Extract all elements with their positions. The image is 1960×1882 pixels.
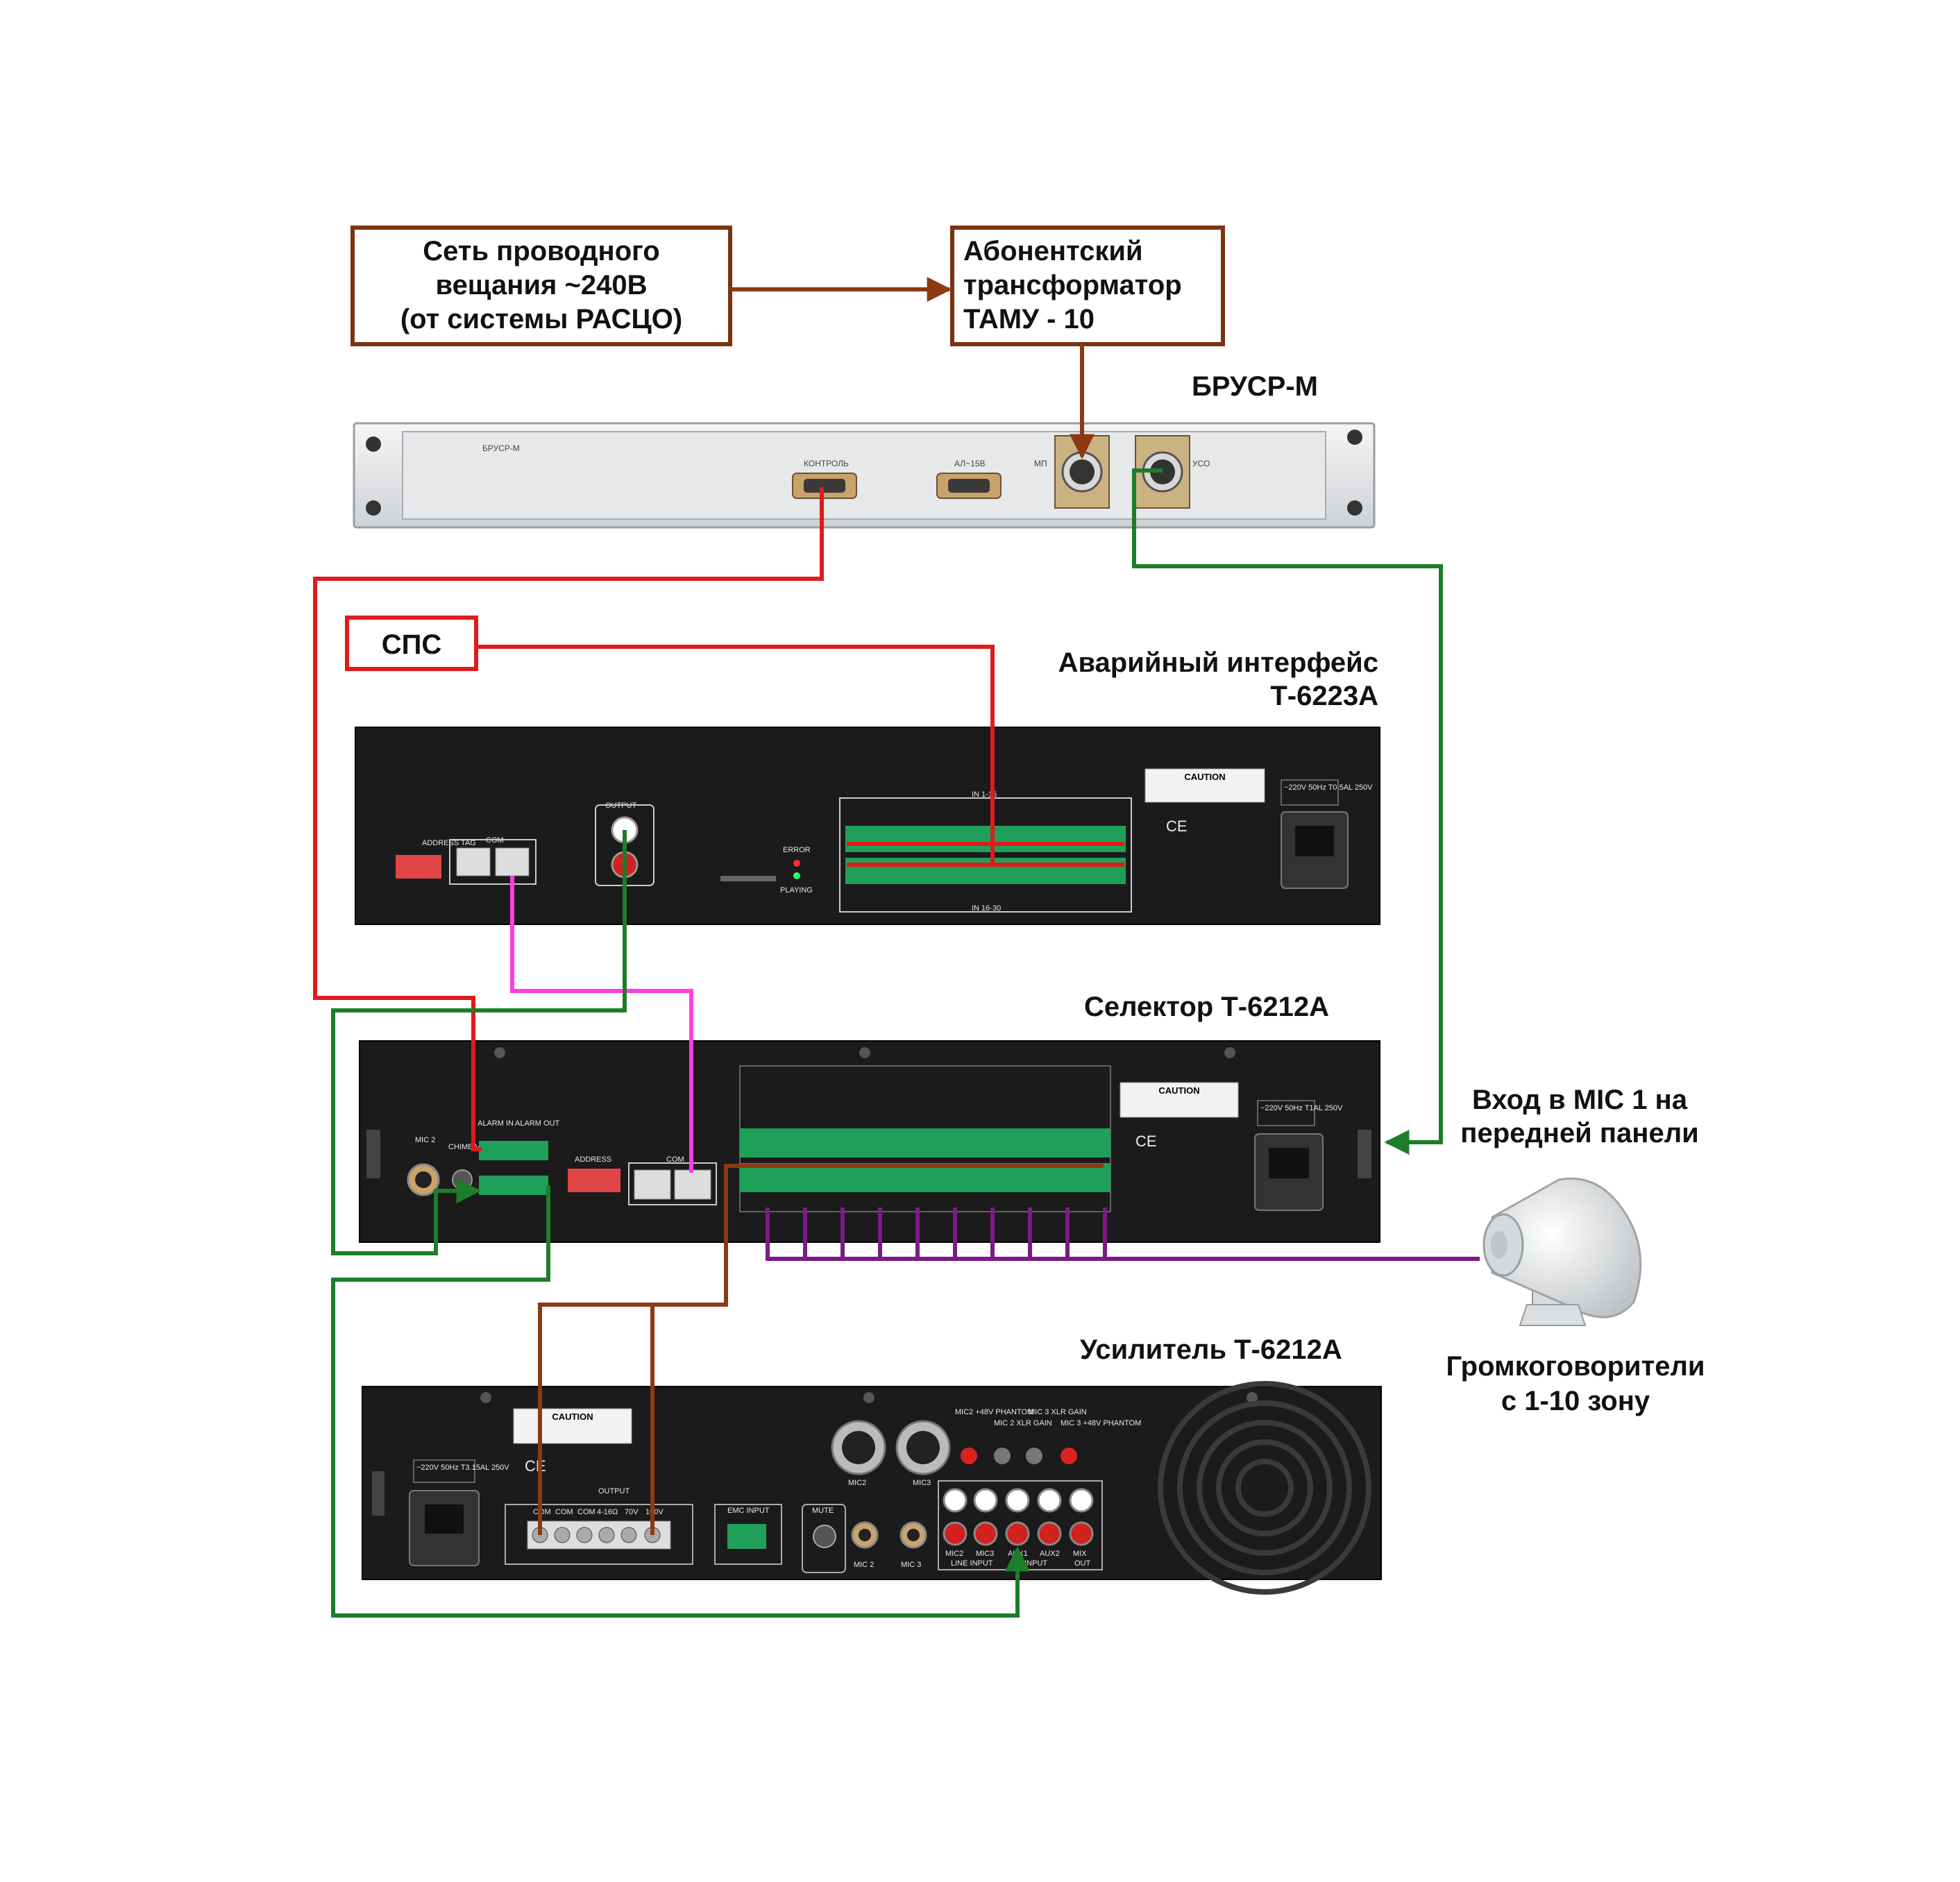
wire-amp-output [538, 1164, 1104, 1535]
sps-label: СПС [382, 629, 442, 660]
address-tag-label: ADDRESS TAG [422, 839, 476, 847]
interface-dip-switch [396, 855, 441, 879]
selector-dip-switch [568, 1169, 620, 1192]
selector-title: Селектор Т-6212А [1084, 992, 1329, 1022]
port-control-label: КОНТРОЛЬ [804, 459, 849, 468]
amp-mic3-label: MIC3 [913, 1479, 931, 1487]
selector-power-label: ~220V 50Hz T1AL 250V [1260, 1104, 1343, 1112]
fan-grille [1158, 1381, 1371, 1595]
terminal-label: 100V [645, 1508, 664, 1516]
network-line-2: вещания ~240В [436, 270, 648, 300]
transformer-line-3: ТАМУ - 10 [963, 304, 1095, 334]
selector-caution: CAUTION [1158, 1085, 1199, 1096]
selector-com-label: COM [666, 1155, 684, 1164]
in-bottom-label: IN 16-30 [972, 904, 1001, 913]
rca-group-label: LINE INPUT [951, 1559, 993, 1568]
network-line-3: (от системы РАСЦО) [400, 304, 682, 334]
amp-output-label: OUTPUT [598, 1487, 630, 1495]
alarm-in-label: ALARM IN [478, 1119, 514, 1128]
knob-label: MIC 3 +48V PHANTOM [1061, 1419, 1141, 1427]
amp-mic3-low-label: MIC 3 [901, 1561, 921, 1569]
wire-uso-to-mic1 [1132, 468, 1443, 1155]
wire-interface-output [331, 830, 627, 1255]
selector-mic-label: MIC 2 [415, 1136, 435, 1144]
amp-mic2-low-label: MIC 2 [854, 1561, 874, 1569]
transformer-box: Абонентский трансформатор ТАМУ - 10 [950, 226, 1225, 346]
interface-title-1: Аварийный интерфейс [1058, 647, 1378, 678]
wire-com-link [510, 876, 693, 1173]
amp-power-label: ~220V 50Hz T3.15AL 250V [416, 1464, 509, 1472]
wire-control-to-alarm [313, 487, 824, 1151]
network-box: Сеть проводного вещания ~240В (от систем… [350, 226, 732, 346]
mute-label: MUTE [812, 1507, 834, 1515]
rca-label: MIC2 [945, 1550, 963, 1558]
error-label: ERROR [783, 846, 811, 854]
port-uso-label: УСО [1192, 459, 1210, 468]
speakers-line-2: с 1-10 зону [1501, 1386, 1650, 1416]
svg-text:CE: CE [1135, 1133, 1157, 1150]
svg-text:CE: CE [1166, 817, 1188, 835]
rca-label: MIX [1073, 1550, 1087, 1558]
interface-power-label: ~220V 50Hz T0.5AL 250V [1284, 783, 1373, 792]
mic-input-line-2: передней панели [1460, 1118, 1698, 1148]
terminal-label: 4-16Ω [597, 1508, 618, 1516]
rca-label: MIC3 [976, 1550, 994, 1558]
sps-box: СПС [345, 616, 478, 671]
interface-title-2: Т-6223А [1270, 681, 1378, 711]
mic-input-line-1: Вход в MIC 1 на [1472, 1085, 1688, 1115]
speakers-line-1: Громкоговорители [1446, 1351, 1705, 1382]
port-mp-label: МП [1034, 459, 1047, 468]
rca-inputs: MIC2 MIC3 AUX1 AUX2 MIX LINE INPUT INPUT… [938, 1480, 1103, 1570]
wire-selector-to-amp [331, 1185, 1030, 1618]
amp-caution: CAUTION [552, 1412, 593, 1422]
rca-group-label: OUT [1074, 1559, 1091, 1568]
selector-address-label: ADDRESS [575, 1155, 611, 1164]
output-terminals: COM COM COM 4-16Ω 70V 100V [527, 1508, 671, 1550]
terminal-label: 70V [625, 1508, 639, 1516]
transformer-line-2: трансформатор [963, 270, 1182, 300]
amp-mic2-label: MIC2 [848, 1479, 866, 1487]
terminal-label: COM [555, 1508, 573, 1516]
amplifier-title: Усилитель Т-6212А [1080, 1334, 1342, 1365]
brusr-title: БРУСР-М [1192, 371, 1318, 402]
interface-caution: CAUTION [1184, 772, 1225, 782]
terminal-label: COM [577, 1508, 595, 1516]
transformer-line-1: Абонентский [963, 236, 1143, 266]
port-al-label: АЛ~15В [954, 459, 986, 468]
svg-text:CE: CE [525, 1457, 546, 1475]
selector-device: MIC 2 CHIME VOL ALARM IN ALARM OUT ADDRE… [359, 1040, 1380, 1243]
zone-output-drops [766, 1207, 1107, 1259]
knob-label: MIC 3 XLR GAIN [1029, 1408, 1087, 1416]
rca-label: AUX2 [1040, 1550, 1060, 1558]
network-line-1: Сеть проводного [423, 236, 659, 266]
knob-label: MIC2 +48V PHANTOM [955, 1408, 1033, 1416]
rca-group-label: INPUT [1024, 1559, 1047, 1568]
knob-label: MIC 2 XLR GAIN [994, 1419, 1052, 1427]
horn-speaker [1482, 1177, 1642, 1326]
interface-device: ADDRESS TAG COM OUTPUT ERROR PLAYING IN … [355, 727, 1380, 925]
alarm-out-label: ALARM OUT [515, 1119, 559, 1128]
emc-label: EMC INPUT [727, 1507, 770, 1515]
amplifier-device: ~220V 50Hz T3.15AL 250V CAUTION CE OUTPU… [362, 1381, 1382, 1595]
brusr-device: БРУСР-М КОНТРОЛЬ АЛ~15В МП УСО [353, 422, 1376, 529]
playing-label: PLAYING [780, 886, 813, 895]
brusr-panel-label: БРУСР-М [482, 443, 520, 453]
